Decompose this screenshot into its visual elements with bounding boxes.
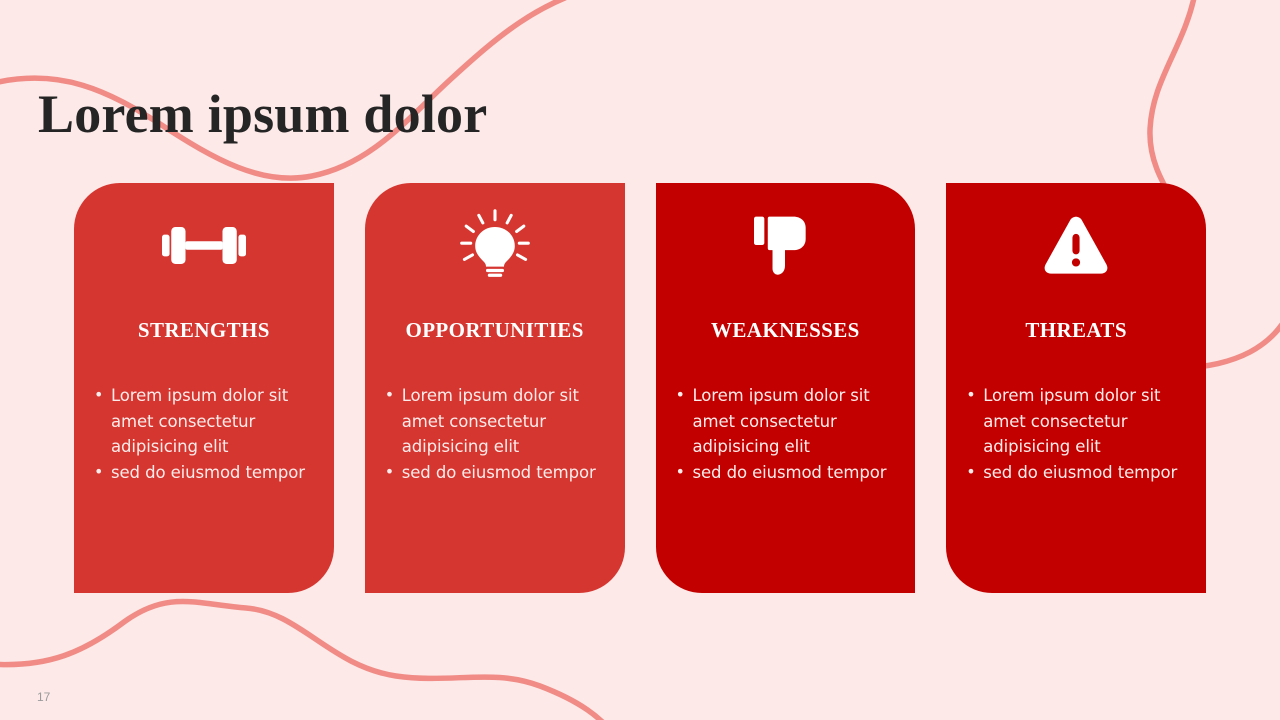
list-item: sed do eiusmod tempor [92,459,322,486]
swot-card-bullets: Lorem ipsum dolor sit amet consectetur a… [946,382,1206,486]
swot-card-bullets: Lorem ipsum dolor sit amet consectetur a… [656,382,916,486]
swot-card-weaknesses[interactable]: WEAKNESSES Lorem ipsum dolor sit amet co… [655,183,916,593]
swot-card-title: WEAKNESSES [711,318,860,342]
swot-card-title: STRENGTHS [137,318,270,342]
swot-card-title: THREATS [1025,318,1127,342]
swot-card-strengths[interactable]: STRENGTHS Lorem ipsum dolor sit amet con… [74,183,334,593]
decor-wave-bottom-left [0,598,605,720]
list-item: Lorem ipsum dolor sit amet consectetur a… [383,382,613,460]
list-item: sed do eiusmod tempor [383,459,613,486]
list-item: Lorem ipsum dolor sit amet consectetur a… [92,382,322,460]
list-item: Lorem ipsum dolor sit amet consectetur a… [674,382,904,460]
lightbulb-icon [365,183,625,301]
thumbs-down-icon [656,183,916,301]
swot-card-opportunities[interactable]: OPPORTUNITIES Lorem ipsum dolor sit amet… [364,183,625,593]
warning-triangle-icon [946,183,1206,301]
swot-card-title: OPPORTUNITIES [405,318,584,342]
swot-card-bullets: Lorem ipsum dolor sit amet consectetur a… [74,382,334,486]
swot-card-threats[interactable]: THREATS Lorem ipsum dolor sit amet conse… [946,183,1206,593]
list-item: Lorem ipsum dolor sit amet consectetur a… [964,382,1194,460]
page-number: 17 [37,690,51,704]
list-item: sed do eiusmod tempor [964,459,1194,486]
page-title: Lorem ipsum dolor [38,84,488,145]
dumbbell-icon [74,183,334,301]
list-item: sed do eiusmod tempor [674,459,904,486]
swot-card-row: STRENGTHS Lorem ipsum dolor sit amet con… [74,183,1206,593]
swot-card-bullets: Lorem ipsum dolor sit amet consectetur a… [365,382,625,486]
